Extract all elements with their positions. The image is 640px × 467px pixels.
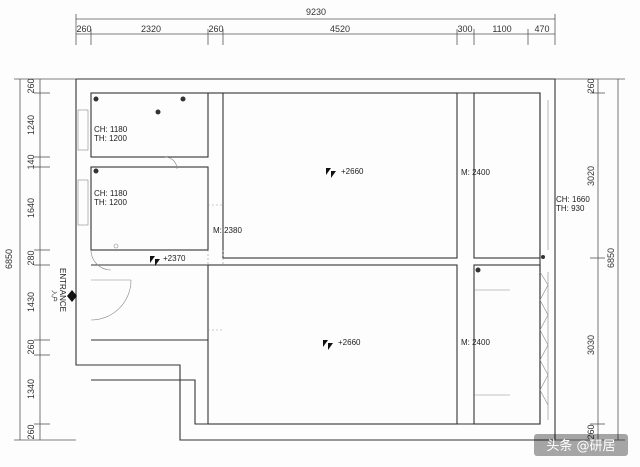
outer-walls (75, 78, 556, 441)
dim-left-6: 1430 (26, 292, 36, 312)
room3-sill-height: TH: 930 (556, 204, 585, 213)
mark-upper-right: M: 2400 (461, 168, 490, 177)
room2-ceiling-height: CH: 1180 (94, 189, 128, 198)
entrance-label: ENTRANCE (58, 268, 67, 312)
level-markers: +2660 +2660 +2370 (150, 167, 364, 350)
room-bedroom-2 (90, 166, 209, 251)
level-lower-main: +2660 (338, 338, 361, 347)
dim-top-2: 2320 (141, 24, 161, 34)
room-right-lower (473, 264, 541, 425)
outlet-icon (180, 96, 186, 102)
room-tags: CH: 1180 TH: 1200 CH: 1180 TH: 1200 CH: … (94, 125, 590, 213)
watermark: 头条 @研居 (534, 434, 628, 456)
room1-ceiling-height: CH: 1180 (94, 125, 128, 134)
dim-overall-width: 9230 (306, 7, 326, 17)
outlet-icon (93, 96, 99, 102)
dim-right-4: 260 (586, 424, 596, 439)
dim-left-7: 260 (26, 339, 36, 354)
outlet-icon (93, 168, 99, 174)
mark-corridor: M: 2380 (213, 226, 242, 235)
dim-left-5: 280 (26, 250, 36, 265)
watermark-text: 头条 @研居 (546, 438, 615, 454)
mark-lower-right: M: 2400 (461, 338, 490, 347)
dim-top-5: 300 (457, 24, 472, 34)
dim-right-overall: 6850 (606, 248, 616, 268)
dim-top-6: 1100 (492, 24, 511, 34)
dim-left-2: 1240 (26, 115, 36, 135)
dim-top-3: 260 (208, 24, 223, 34)
top-dimension-chain: 9230 260 2320 260 4520 300 1100 470 (75, 7, 556, 45)
room-main-upper (222, 92, 458, 259)
room1-sill-height: TH: 1200 (94, 134, 127, 143)
entrance-sub-label: 入户 (50, 290, 58, 302)
room3-ceiling-height: CH: 1660 (556, 195, 590, 204)
dim-right-2: 3020 (586, 166, 596, 186)
entrance-arrow-icon (67, 290, 77, 302)
room2-sill-height: TH: 1200 (94, 198, 127, 207)
dim-overall-height: 6850 (4, 249, 14, 269)
dim-left-9: 260 (26, 424, 36, 439)
level-entry: +2370 (163, 254, 186, 263)
level-marker-icon (326, 168, 336, 178)
left-dimension-chain: 6850 260 1240 140 1640 280 1430 260 1340… (4, 78, 76, 441)
room-bedroom-1 (90, 92, 209, 158)
right-dimension-chain: 260 3020 6850 3030 260 (555, 78, 625, 441)
level-marker-icon (150, 256, 160, 266)
entrance-marker: ENTRANCE 入户 (50, 268, 77, 312)
dim-right-3: 3030 (586, 335, 596, 355)
interior-walls (77, 92, 549, 425)
outlet-icon (155, 109, 161, 115)
outlet-icon (475, 267, 481, 273)
room-right-upper (473, 92, 541, 259)
level-marker-icon (323, 340, 333, 350)
level-upper-main: +2660 (341, 167, 364, 176)
outlet-icon (541, 255, 545, 259)
dim-left-1: 260 (26, 78, 36, 93)
room-main-lower (207, 264, 458, 425)
dim-left-3: 140 (26, 154, 36, 169)
dim-top-1: 260 (76, 24, 91, 34)
dim-left-4: 1640 (26, 198, 36, 218)
dim-top-7: 470 (534, 24, 549, 34)
dim-left-8: 1340 (26, 379, 36, 399)
m-marks: M: 2400 M: 2400 M: 2380 (213, 168, 490, 347)
dim-top-4: 4520 (330, 24, 350, 34)
dim-right-1: 260 (586, 78, 596, 93)
